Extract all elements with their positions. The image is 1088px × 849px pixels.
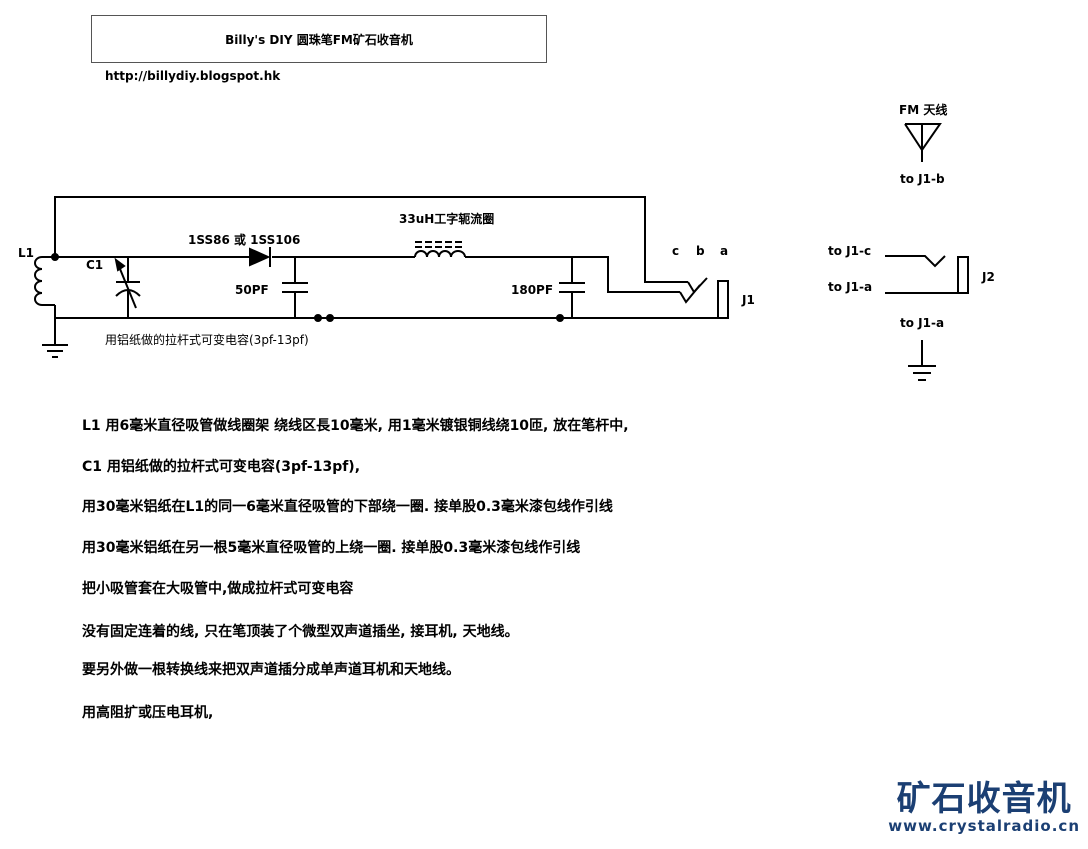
crystalradio-logo: 矿石收音机 www.crystalradio.cn [888, 781, 1080, 835]
blog-url: http://billydiy.blogspot.hk [105, 69, 281, 83]
top-wire [54, 196, 688, 283]
logo-site: www.crystalradio.cn [888, 817, 1080, 835]
page-title: Billy's DIY 圆珠笔FM矿石收音机 [225, 32, 413, 47]
jack-j1 [679, 277, 729, 319]
note-line: 没有固定连着的线, 只在笔顶装了个微型双声道插坐, 接耳机, 天地线。 [82, 624, 519, 640]
capacitor-50pf [282, 257, 308, 318]
ground-icon-2 [908, 365, 936, 381]
label-50pf: 50PF [235, 283, 269, 297]
variable-capacitor-c1 [114, 257, 141, 318]
jack-j2 [885, 255, 969, 294]
label-j1: J1 [742, 293, 755, 307]
note-line: 要另外做一根转换线来把双声道插分成单声道耳机和天地线。 [82, 662, 460, 678]
label-pin-c: c [672, 244, 680, 258]
label-to-j1-b: to J1-b [900, 172, 945, 186]
label-to-j1-a-ground: to J1-a [900, 316, 945, 330]
bottom-wire [54, 305, 728, 319]
l1-coil [34, 256, 55, 306]
note-line: 用30毫米铝纸在L1的同一6毫米直径吸管的下部绕一圈. 接单股0.3毫米漆包线作… [82, 499, 613, 515]
ground-icon [42, 344, 68, 358]
label-to-j1-c: to J1-c [828, 244, 872, 258]
diode-icon [249, 247, 271, 267]
note-line: 把小吸管套在大吸管中,做成拉杆式可变电容 [82, 581, 354, 597]
main-wire-right [465, 256, 680, 293]
note-line: 用高阻扩或压电耳机, [82, 705, 214, 721]
label-l1: L1 [18, 246, 34, 260]
choke-inductor [414, 241, 466, 258]
label-pin-a: a [720, 244, 729, 258]
logo-name: 矿石收音机 [896, 779, 1072, 819]
label-diode: 1SS86 或 1SS106 [188, 233, 301, 247]
note-line: C1 用铝纸做的拉杆式可变电容(3pf-13pf), [82, 459, 361, 475]
label-180pf: 180PF [511, 283, 554, 297]
title-box: Billy's DIY 圆珠笔FM矿石收音机 [91, 15, 547, 63]
label-choke: 33uH工字轭流圈 [399, 212, 495, 226]
label-pin-b: b [696, 244, 705, 258]
note-line: 用30毫米铝纸在另一根5毫米直径吸管的上绕一圈. 接单股0.3毫米漆包线作引线 [82, 540, 581, 556]
label-to-j1-a: to J1-a [828, 280, 873, 294]
antenna-icon [904, 123, 942, 162]
note-line: L1 用6毫米直径吸管做线圈架 绕线区長10毫米, 用1毫米镀银铜线绕10匝, … [82, 418, 629, 434]
label-antenna: FM 天线 [899, 103, 948, 117]
label-c1: C1 [86, 258, 104, 272]
capacitor-180pf [559, 257, 585, 318]
junction-dot [51, 253, 59, 261]
label-j2: J2 [982, 270, 995, 284]
label-c1-note: 用铝纸做的拉杆式可变电容(3pf-13pf) [105, 333, 309, 347]
